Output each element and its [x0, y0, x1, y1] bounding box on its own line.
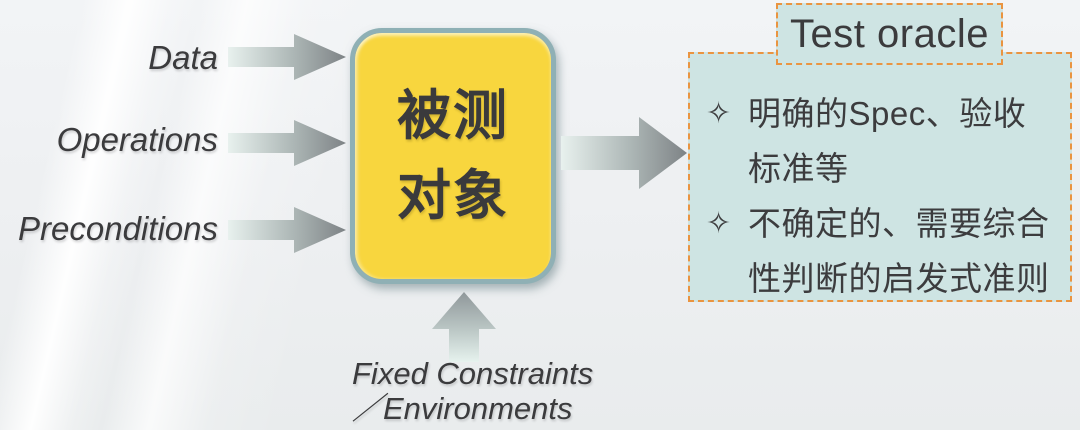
- test-oracle-title: Test oracle: [776, 3, 1003, 65]
- constraints-label: Fixed Constraints ／Environments: [352, 356, 632, 426]
- preconditions-right-arrow-icon: [228, 207, 346, 253]
- oracle-item-2-text: 不确定的、需要综合 性判断的启发式准则: [748, 205, 1050, 297]
- oracle-item-2: ✧ 不确定的、需要综合 性判断的启发式准则: [702, 196, 1060, 306]
- oracle-item-1-text: 明确的Spec、验收 标准等: [748, 95, 1027, 187]
- input-label-preconditions: Preconditions: [18, 210, 218, 247]
- constraints-label-line2: ／Environments: [352, 391, 573, 426]
- system-under-test-box: 被测 对象: [350, 28, 556, 284]
- operations-right-arrow-icon: [228, 120, 346, 166]
- constraints-label-line1: Fixed Constraints: [352, 356, 594, 391]
- constraints-up-arrow-icon: [432, 292, 496, 362]
- data-right-arrow-icon: [228, 34, 346, 80]
- sut-title-line1: 被测: [397, 86, 509, 146]
- input-label-data: Data: [148, 39, 218, 76]
- input-label-operations: Operations: [56, 121, 218, 158]
- sut-title-line2: 对象: [397, 166, 509, 226]
- diamond-bullet-icon: ✧: [706, 207, 732, 240]
- oracle-item-1: ✧ 明确的Spec、验收 标准等: [702, 86, 1060, 196]
- output-right-arrow-icon: [561, 117, 687, 189]
- test-oracle-panel: ✧ 明确的Spec、验收 标准等 ✧ 不确定的、需要综合 性判断的启发式准则: [688, 52, 1072, 302]
- diamond-bullet-icon: ✧: [706, 97, 732, 130]
